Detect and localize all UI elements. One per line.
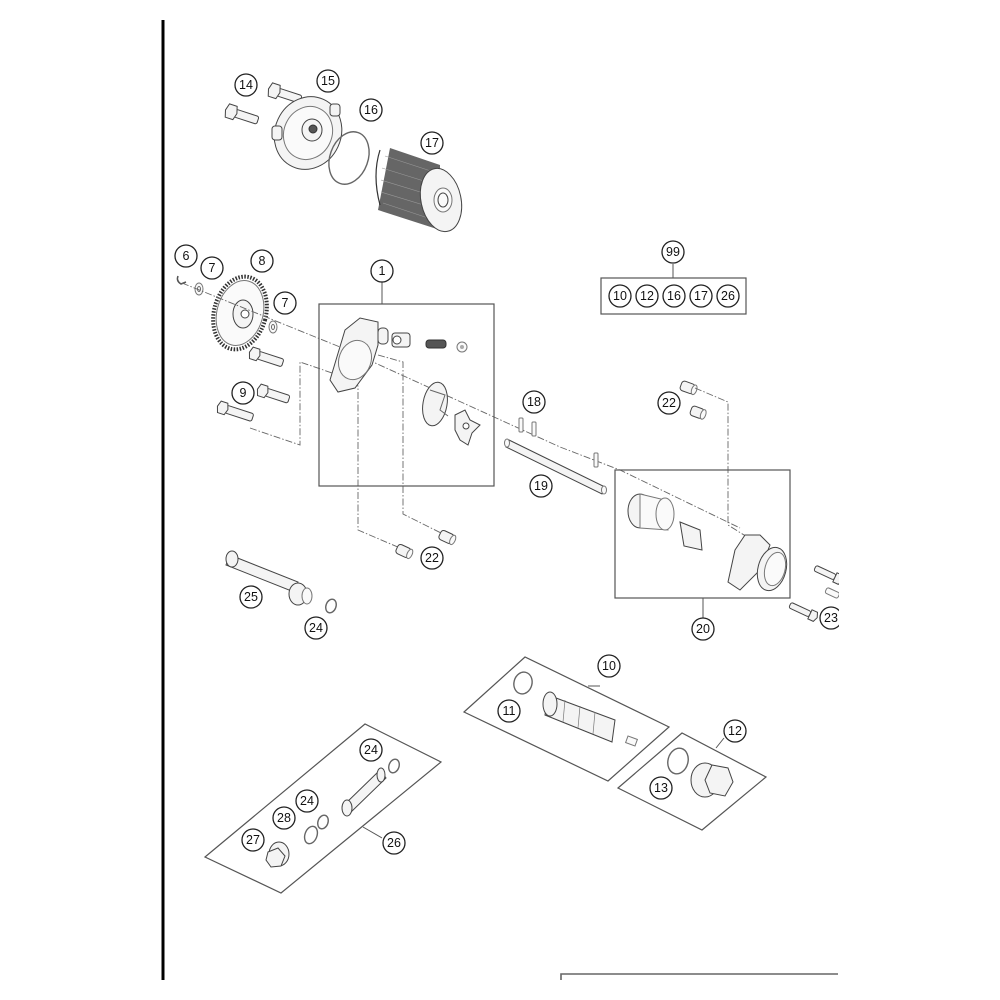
callout-25: 25: [239, 585, 263, 609]
svg-text:14: 14: [239, 78, 253, 92]
svg-text:24: 24: [364, 743, 378, 757]
svg-text:26: 26: [721, 289, 735, 303]
callout-10: 10: [597, 654, 621, 678]
kit-99-item-17: 17: [689, 284, 713, 308]
callout-26: 26: [382, 831, 406, 855]
svg-text:16: 16: [667, 289, 681, 303]
part-15-filter-cover: [271, 96, 343, 170]
part-20-group: [614, 469, 791, 618]
axis-line-main: [181, 282, 741, 529]
svg-text:11: 11: [503, 704, 516, 718]
callout-16: 16: [359, 98, 383, 122]
svg-text:24: 24: [300, 794, 314, 808]
callout-14: 14: [234, 73, 258, 97]
kit-99-group: [600, 264, 747, 315]
svg-text:18: 18: [527, 395, 541, 409]
part-19-shaft: [504, 438, 607, 495]
svg-text:27: 27: [246, 833, 260, 847]
callout-1: 1: [370, 259, 394, 283]
svg-text:26: 26: [387, 836, 401, 850]
svg-text:16: 16: [364, 103, 378, 117]
part-24-o-ring-nozzle: [325, 598, 337, 614]
callout-22-right: 22: [657, 391, 681, 415]
part-7-washer-left: [194, 282, 204, 296]
axis-line-dowel-2: [377, 354, 446, 536]
part-26-group: [203, 723, 443, 894]
callout-8: 8: [250, 249, 274, 273]
callout-18: 18: [522, 390, 546, 414]
svg-text:22: 22: [662, 396, 676, 410]
svg-text:25: 25: [244, 590, 258, 604]
kit-99-item-26: 26: [716, 284, 740, 308]
right-clip-mask: [839, 0, 1000, 1000]
callout-24-nozzle: 24: [304, 616, 328, 640]
svg-text:17: 17: [694, 289, 708, 303]
svg-text:22: 22: [425, 551, 439, 565]
callout-24-kit-top: 24: [359, 738, 383, 762]
svg-text:23: 23: [824, 611, 838, 625]
callout-27: 27: [241, 828, 265, 852]
part-1-group: [318, 282, 495, 487]
callout-15: 15: [316, 69, 340, 93]
part-10-group: [462, 656, 671, 782]
svg-text:9: 9: [240, 386, 247, 400]
title-block-line: [560, 973, 838, 980]
part-6-circlip: [176, 275, 187, 285]
part-17-oil-filter: [375, 148, 463, 233]
callout-6: 6: [174, 244, 198, 268]
part-25-oil-nozzle: [225, 550, 313, 606]
part-16-o-ring: [328, 131, 370, 185]
part-12-group: [616, 732, 768, 831]
callout-11: 11: [497, 699, 521, 723]
callout-7-left: 7: [200, 256, 224, 280]
svg-text:8: 8: [259, 254, 266, 268]
svg-text:12: 12: [640, 289, 654, 303]
svg-text:24: 24: [309, 621, 323, 635]
part-8-gear: [211, 274, 269, 352]
svg-text:7: 7: [209, 261, 216, 275]
svg-text:99: 99: [666, 245, 680, 259]
callout-17: 17: [420, 131, 444, 155]
kit-99-item-12: 12: [635, 284, 659, 308]
svg-text:6: 6: [183, 249, 190, 263]
callout-9: 9: [231, 381, 255, 405]
part-23-screws: [788, 565, 844, 622]
svg-text:10: 10: [613, 289, 627, 303]
callout-12: 12: [723, 719, 747, 743]
svg-text:12: 12: [728, 724, 742, 738]
part-9-screws: [216, 346, 291, 422]
svg-text:28: 28: [277, 811, 291, 825]
svg-text:13: 13: [654, 781, 668, 795]
svg-text:10: 10: [602, 659, 616, 673]
part-18-pins: [518, 417, 599, 468]
svg-text:7: 7: [282, 296, 289, 310]
axis-line-dowel-1: [339, 379, 401, 549]
svg-text:19: 19: [534, 479, 548, 493]
callout-19: 19: [529, 474, 553, 498]
callout-22-left: 22: [420, 546, 444, 570]
svg-text:17: 17: [425, 136, 439, 150]
svg-text:20: 20: [696, 622, 710, 636]
callout-24-kit-mid: 24: [295, 789, 319, 813]
callout-20: 20: [691, 617, 715, 641]
callout-23: 23: [819, 606, 843, 630]
kit-99-item-10: 10: [608, 284, 632, 308]
callout-99: 99: [661, 240, 685, 264]
axis-line-screws: [249, 361, 339, 446]
part-22-dowels-right: [679, 380, 707, 420]
callout-7-right: 7: [273, 291, 297, 315]
part-22-dowels-left: [395, 529, 457, 560]
svg-text:1: 1: [379, 264, 386, 278]
callout-28: 28: [272, 806, 296, 830]
part-14-screws: [224, 82, 303, 125]
svg-text:15: 15: [321, 74, 335, 88]
kit-99-item-16: 16: [662, 284, 686, 308]
callout-13: 13: [649, 776, 673, 800]
axis-line-dowel-right: [694, 387, 753, 541]
part-7-washer-right: [268, 320, 278, 334]
